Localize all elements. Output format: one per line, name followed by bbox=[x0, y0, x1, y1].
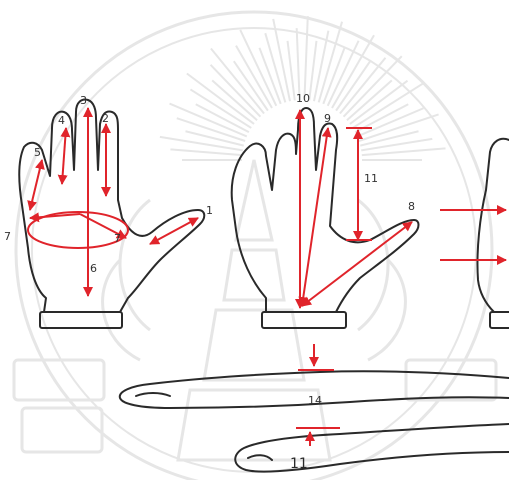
label-9: 9 bbox=[324, 112, 331, 125]
thumb-side-icon bbox=[235, 424, 509, 472]
label-3: 3 bbox=[80, 94, 87, 107]
watermark-ray bbox=[240, 30, 276, 106]
measure-line-1 bbox=[150, 218, 198, 244]
label-4: 4 bbox=[58, 114, 65, 127]
label-8: 8 bbox=[408, 200, 415, 213]
label-11: 11 bbox=[364, 172, 378, 185]
label-10: 10 bbox=[296, 92, 310, 105]
label-6: 6 bbox=[90, 262, 97, 275]
right-hand-icon bbox=[477, 139, 509, 328]
watermark-ray bbox=[160, 137, 243, 150]
label-5: 5 bbox=[34, 146, 41, 159]
watermark-ray bbox=[361, 139, 432, 151]
label-7-right: 7 bbox=[114, 232, 121, 245]
watermark-ray bbox=[236, 46, 272, 108]
seal-watermark-icon bbox=[14, 12, 496, 480]
watermark-ray bbox=[304, 16, 307, 100]
label-7: 7 bbox=[4, 230, 11, 243]
label-14: 14 bbox=[308, 394, 322, 407]
finger-measures bbox=[298, 344, 334, 370]
watermark-ray bbox=[190, 89, 251, 127]
center-hand-measures bbox=[300, 110, 412, 308]
watermark-ray bbox=[170, 149, 242, 155]
watermark-ray bbox=[362, 148, 446, 155]
watermark-ray bbox=[297, 28, 300, 100]
label-thumb-mark: 11 bbox=[290, 456, 308, 472]
label-1: 1 bbox=[206, 204, 213, 217]
label-2: 2 bbox=[102, 112, 109, 125]
